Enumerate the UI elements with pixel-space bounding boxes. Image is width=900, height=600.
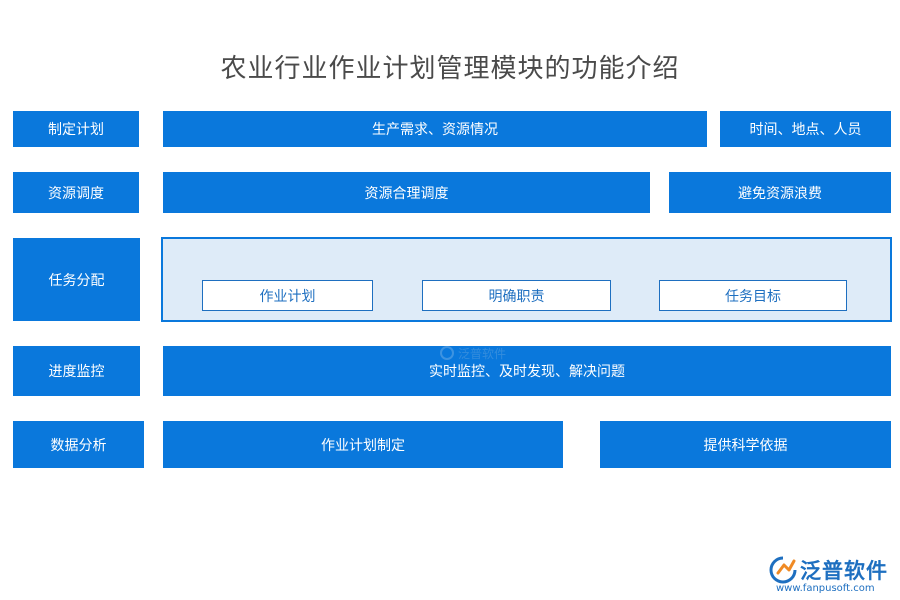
brand-name: 泛普软件: [800, 559, 888, 583]
brand-url: www.fanpusoft.com: [776, 583, 875, 594]
brand-logo: 泛普软件 www.fanpusoft.com: [768, 553, 893, 597]
page-title: 农业行业作业计划管理模块的功能介绍: [220, 54, 680, 84]
plan-main-box: 生产需求、资源情况: [163, 111, 707, 147]
center-watermark: 泛普软件: [440, 344, 550, 362]
row-label-task: 任务分配: [13, 238, 140, 321]
watermark-logo-icon: [440, 346, 454, 360]
task-panel: 作业计划 明确职责 任务目标: [161, 237, 892, 322]
task-item-duty: 明确职责: [422, 280, 611, 311]
row-label-resource: 资源调度: [13, 172, 139, 213]
fanpu-logo-icon: [769, 556, 797, 584]
row-label-progress: 进度监控: [13, 346, 140, 396]
watermark-text: 泛普软件: [458, 346, 507, 361]
plan-side-box: 时间、地点、人员: [720, 111, 891, 147]
progress-main-box: 实时监控、及时发现、解决问题: [163, 346, 891, 396]
row-label-plan: 制定计划: [13, 111, 139, 147]
resource-side-box: 避免资源浪费: [669, 172, 891, 213]
task-item-goal: 任务目标: [659, 280, 847, 311]
analysis-side-box: 提供科学依据: [600, 421, 891, 468]
resource-main-box: 资源合理调度: [163, 172, 650, 213]
row-label-analysis: 数据分析: [13, 421, 144, 468]
analysis-main-box: 作业计划制定: [163, 421, 563, 468]
task-item-plan: 作业计划: [202, 280, 373, 311]
